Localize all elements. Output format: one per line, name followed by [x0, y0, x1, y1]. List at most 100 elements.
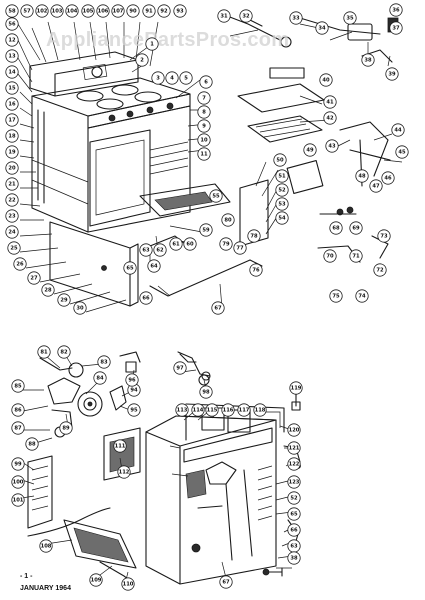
callout-circle — [169, 237, 183, 251]
callout-number: 47 — [372, 183, 380, 189]
callout-circle — [287, 423, 301, 437]
callout-c67: 54 — [275, 211, 289, 225]
callout-c97: 87 — [11, 421, 25, 435]
callout-circle — [287, 475, 301, 489]
callout-circle — [211, 301, 225, 315]
callout-circle — [57, 293, 71, 307]
callout-circle — [13, 257, 27, 271]
callout-c109: 109 — [89, 573, 103, 587]
callout-number: 53 — [278, 201, 286, 207]
callout-circle — [217, 9, 231, 23]
callout-number: 39 — [388, 71, 396, 77]
callout-circle — [11, 421, 25, 435]
callout-circle — [275, 197, 289, 211]
callout-number: 11 — [200, 151, 208, 157]
leader-lines-bottom-left — [17, 355, 207, 581]
callout-number: 50 — [276, 157, 284, 163]
callout-c30: 17 — [5, 113, 19, 127]
callout-c80: 70 — [323, 249, 337, 263]
callout-circle — [315, 21, 329, 35]
callout-number: 122 — [289, 461, 300, 467]
callout-c101: 95 — [127, 403, 141, 417]
callout-number: 57 — [23, 8, 31, 14]
callout-c43: 30 — [73, 301, 87, 315]
callout-number: 30 — [76, 305, 84, 311]
callout-number: 40 — [322, 77, 330, 83]
callout-number: 36 — [392, 7, 400, 13]
callout-number: 52 — [278, 187, 286, 193]
callout-circle — [39, 539, 53, 553]
callout-c78: 68 — [329, 221, 343, 235]
callout-circle — [373, 263, 387, 277]
callout-circle — [179, 71, 193, 85]
callout-circle — [199, 223, 213, 237]
callout-c71: 61 — [169, 237, 183, 251]
callout-c74: 64 — [147, 259, 161, 273]
callout-c46: 33 — [289, 11, 303, 25]
callout-c19: 6 — [199, 75, 213, 89]
callout-circle — [361, 53, 375, 67]
callout-c73: 63 — [139, 243, 153, 257]
callout-c86: 76 — [249, 263, 263, 277]
callout-c38: 25 — [7, 241, 21, 255]
callout-number: 91 — [145, 8, 153, 14]
callout-number: 62 — [156, 247, 164, 253]
callout-number: 80 — [224, 217, 232, 223]
cabinet-assembly — [145, 353, 301, 585]
callout-number: 26 — [16, 261, 24, 267]
revision-date: JANUARY 1964 — [20, 585, 71, 592]
callout-circle — [287, 551, 301, 565]
callout-c23: 10 — [197, 133, 211, 147]
callout-circle — [11, 457, 25, 471]
callout-number: 73 — [380, 233, 388, 239]
callout-c114: 114 — [191, 403, 205, 417]
callout-circle — [93, 371, 107, 385]
callout-c90: 80 — [221, 213, 235, 227]
callout-c98: 88 — [25, 437, 39, 451]
callout-circle — [65, 4, 79, 18]
callout-circle — [199, 385, 213, 399]
callout-c81: 71 — [349, 249, 363, 263]
callout-c117: 117 — [237, 403, 251, 417]
callout-c57: 44 — [391, 123, 405, 137]
callout-circle — [113, 439, 127, 453]
callout-number: 115 — [207, 407, 218, 413]
callout-c93: 83 — [97, 355, 111, 369]
callout-number: 79 — [222, 241, 230, 247]
callout-number: 15 — [8, 85, 16, 91]
callout-number: 32 — [242, 13, 250, 19]
callout-circle — [287, 457, 301, 471]
callout-number: 104 — [67, 8, 78, 14]
callout-number: 95 — [130, 407, 138, 413]
callout-circle — [197, 147, 211, 161]
callout-number: 27 — [30, 275, 38, 281]
callout-circle — [197, 119, 211, 133]
callout-number: 96 — [128, 377, 136, 383]
callout-c7: 106 — [96, 4, 110, 18]
callout-circle — [287, 491, 301, 505]
callout-c118: 118 — [253, 403, 267, 417]
callout-c62: 49 — [303, 143, 317, 157]
callout-number: 87 — [14, 425, 22, 431]
callout-number: 34 — [318, 25, 326, 31]
callout-circle — [173, 4, 187, 18]
callout-circle — [151, 71, 165, 85]
callout-c94: 84 — [93, 371, 107, 385]
callout-number: 83 — [100, 359, 108, 365]
callout-number: 63 — [290, 543, 298, 549]
callout-circle — [191, 403, 205, 417]
callout-number: 117 — [239, 407, 250, 413]
callout-c61: 48 — [355, 169, 369, 183]
callout-circle — [153, 243, 167, 257]
callout-number: 19 — [8, 149, 16, 155]
callout-number: 102 — [37, 8, 48, 14]
callout-number: 49 — [306, 147, 314, 153]
callout-number: 86 — [14, 407, 22, 413]
callout-c33: 20 — [5, 161, 19, 175]
callout-c115: 115 — [205, 403, 219, 417]
callout-c27: 14 — [5, 65, 19, 79]
callout-number: 66 — [142, 295, 150, 301]
callout-circle — [125, 373, 139, 387]
callout-circle — [323, 111, 337, 125]
callout-circle — [50, 4, 64, 18]
